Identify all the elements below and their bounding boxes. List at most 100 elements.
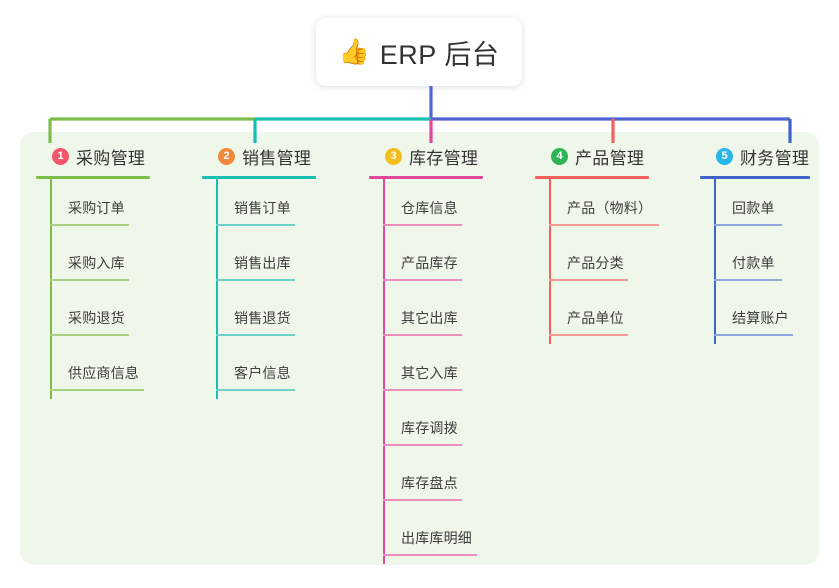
menu-item-underline [714, 279, 782, 281]
menu-item-label: 结算账户 [732, 310, 789, 326]
column-items: 回款单付款单结算账户 [700, 179, 839, 344]
menu-item[interactable]: 客户信息 [202, 344, 362, 399]
column-spine [549, 179, 551, 344]
menu-item[interactable]: 库存调拨 [369, 399, 534, 454]
menu-item-label: 销售订单 [234, 200, 291, 216]
column-items: 销售订单销售出库销售退货客户信息 [202, 179, 362, 399]
menu-item[interactable]: 销售订单 [202, 179, 362, 234]
column-index-badge: 5 [716, 147, 733, 165]
diagram-panel [20, 132, 819, 565]
menu-item-underline [383, 334, 462, 336]
column-underline [700, 176, 810, 179]
column-采购管理: 1 采购管理采购订单采购入库采购退货供应商信息 [36, 143, 196, 399]
menu-item-underline [216, 224, 295, 226]
menu-item-label: 产品（物料） [567, 200, 653, 216]
menu-item-underline [50, 279, 129, 281]
menu-item-underline [383, 389, 462, 391]
column-库存管理: 3 库存管理仓库信息产品库存其它出库其它入库库存调拨库存盘点出库库明细 [369, 143, 534, 564]
column-items: 产品（物料） 产品分类产品单位 [535, 179, 700, 344]
menu-item-label: 仓库信息 [401, 200, 458, 216]
column-items: 仓库信息产品库存其它出库其它入库库存调拨库存盘点出库库明细 [369, 179, 534, 564]
menu-item[interactable]: 付款单 [700, 234, 839, 289]
column-财务管理: 5 财务管理回款单付款单结算账户 [700, 143, 839, 344]
column-spine [383, 179, 385, 564]
menu-item-underline [549, 224, 659, 226]
column-index-badge: 4 [551, 147, 568, 165]
menu-item[interactable]: 库存盘点 [369, 454, 534, 509]
menu-item[interactable]: 回款单 [700, 179, 839, 234]
column-items: 采购订单采购入库采购退货供应商信息 [36, 179, 196, 399]
column-index-badge: 3 [385, 147, 402, 165]
column-header[interactable]: 2 销售管理 [202, 143, 362, 169]
root-node-title: ERP 后台 [379, 39, 500, 70]
menu-item-label: 出库库明细 [401, 530, 472, 546]
menu-item[interactable]: 出库库明细 [369, 509, 534, 564]
column-title: 销售管理 [242, 148, 312, 168]
menu-item-underline [714, 334, 793, 336]
column-title: 财务管理 [740, 148, 810, 168]
column-header[interactable]: 3 库存管理 [369, 143, 534, 169]
thumbs-up-icon: 👍 [338, 37, 370, 66]
menu-item-underline [383, 499, 462, 501]
root-node-card[interactable]: 👍 ERP 后台 [316, 18, 522, 86]
menu-item-label: 采购订单 [68, 200, 125, 216]
menu-item[interactable]: 仓库信息 [369, 179, 534, 234]
menu-item[interactable]: 供应商信息 [36, 344, 196, 399]
menu-item[interactable]: 结算账户 [700, 289, 839, 344]
column-underline [369, 176, 483, 179]
column-index-badge: 1 [52, 147, 69, 165]
menu-item-label: 采购入库 [68, 255, 125, 271]
menu-item-underline [216, 279, 295, 281]
menu-item-underline [383, 279, 462, 281]
column-title: 采购管理 [76, 148, 146, 168]
menu-item[interactable]: 其它出库 [369, 289, 534, 344]
menu-item-label: 付款单 [732, 255, 775, 271]
menu-item-underline [383, 554, 477, 556]
menu-item-underline [549, 334, 628, 336]
menu-item-label: 其它入库 [401, 365, 458, 381]
column-underline [36, 176, 150, 179]
menu-item[interactable]: 其它入库 [369, 344, 534, 399]
menu-item-underline [50, 224, 129, 226]
menu-item[interactable]: 销售退货 [202, 289, 362, 344]
menu-item[interactable]: 采购退货 [36, 289, 196, 344]
menu-item-label: 其它出库 [401, 310, 458, 326]
menu-item[interactable]: 采购订单 [36, 179, 196, 234]
menu-item[interactable]: 产品库存 [369, 234, 534, 289]
menu-item-label: 供应商信息 [68, 365, 139, 381]
menu-item-label: 产品单位 [567, 310, 624, 326]
menu-item-label: 销售出库 [234, 255, 291, 271]
column-underline [202, 176, 316, 179]
column-title: 库存管理 [409, 148, 479, 168]
menu-item-label: 库存盘点 [401, 475, 458, 491]
menu-item[interactable]: 产品单位 [535, 289, 700, 344]
menu-item-label: 销售退货 [234, 310, 291, 326]
menu-item-underline [549, 279, 628, 281]
menu-item-label: 产品分类 [567, 255, 624, 271]
menu-item-label: 客户信息 [234, 365, 291, 381]
menu-item[interactable]: 产品分类 [535, 234, 700, 289]
column-spine [714, 179, 716, 344]
menu-item-underline [383, 444, 462, 446]
menu-item[interactable]: 销售出库 [202, 234, 362, 289]
menu-item[interactable]: 采购入库 [36, 234, 196, 289]
menu-item-underline [216, 389, 295, 391]
column-spine [50, 179, 52, 399]
menu-item-label: 产品库存 [401, 255, 458, 271]
column-销售管理: 2 销售管理销售订单销售出库销售退货客户信息 [202, 143, 362, 399]
menu-item-underline [216, 334, 295, 336]
menu-item-underline [50, 334, 129, 336]
menu-item-label: 库存调拨 [401, 420, 458, 436]
column-header[interactable]: 5 财务管理 [700, 143, 839, 169]
column-underline [535, 176, 649, 179]
menu-item[interactable]: 产品（物料） [535, 179, 700, 234]
column-header[interactable]: 1 采购管理 [36, 143, 196, 169]
menu-item-label: 采购退货 [68, 310, 125, 326]
menu-item-label: 回款单 [732, 200, 775, 216]
menu-item-underline [714, 224, 782, 226]
column-index-badge: 2 [218, 147, 235, 165]
menu-item-underline [50, 389, 144, 391]
